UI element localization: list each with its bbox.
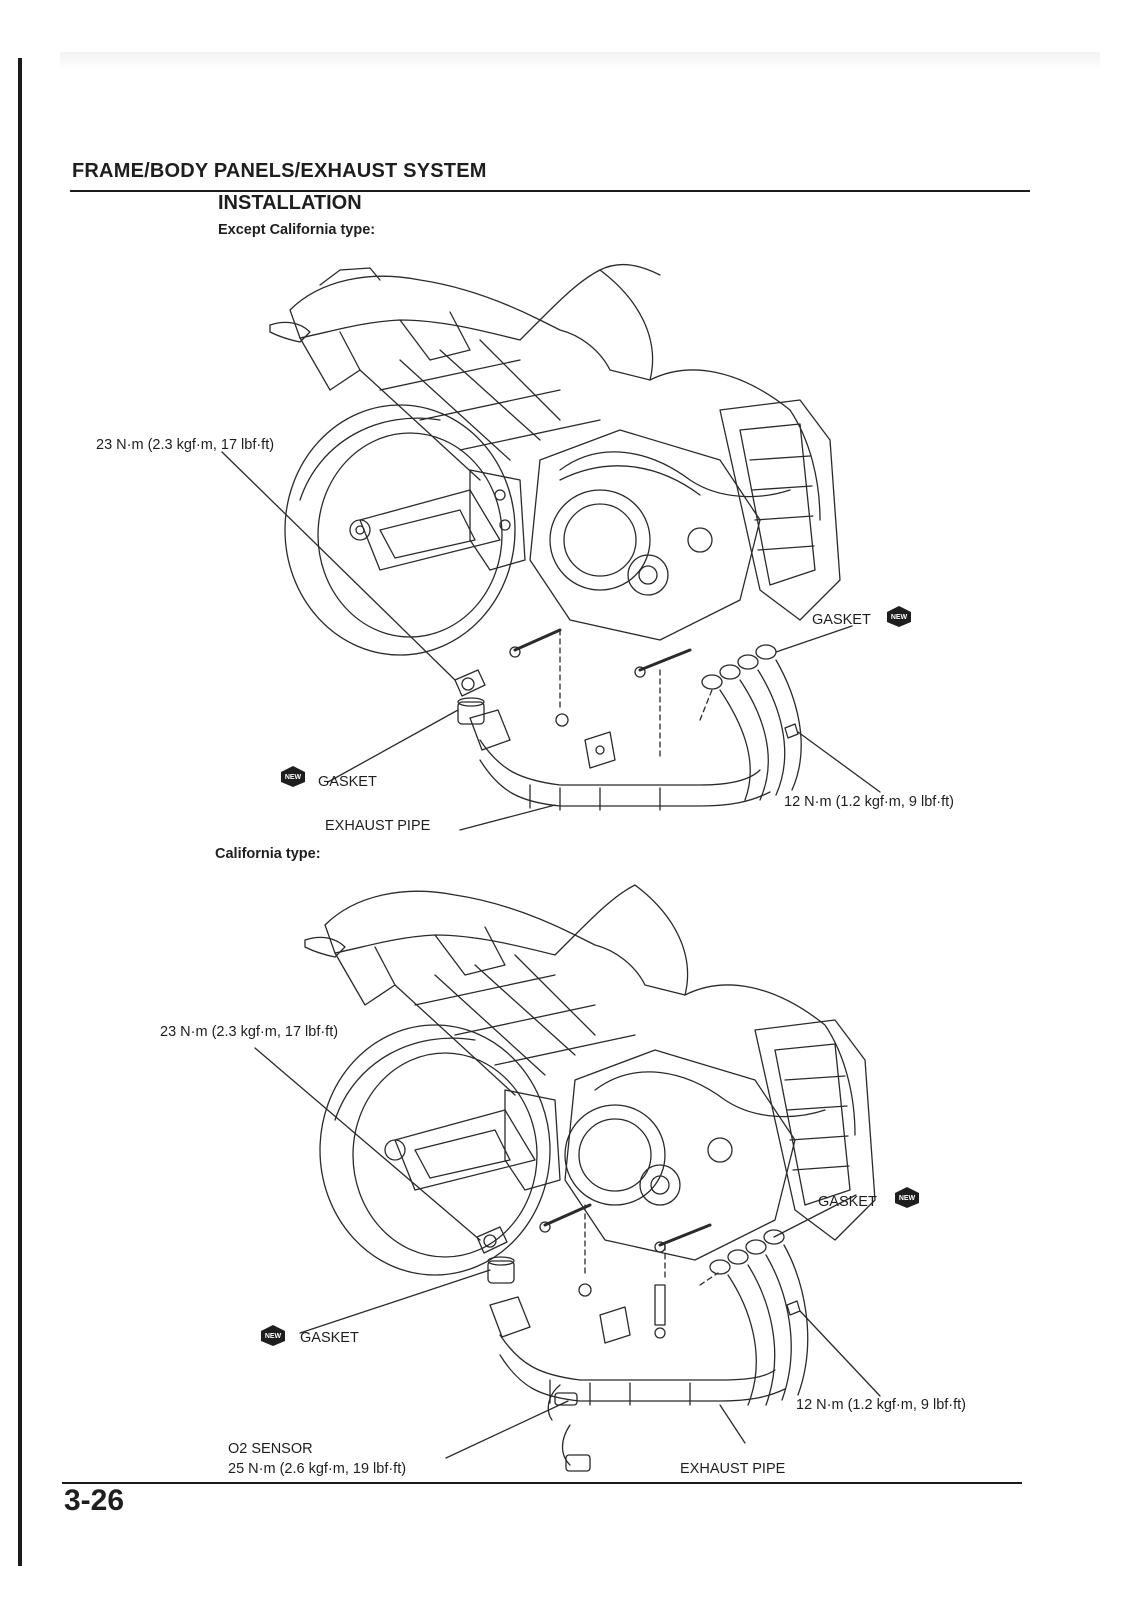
gasket-rear-callout: GASKET (818, 1194, 877, 1210)
exhaust-diagram-california: 23 N·m (2.3 kgf·m, 17 lbf·ft) GASKET NEW… (0, 865, 1131, 1565)
motorcycle-exhaust-drawing (221, 263, 881, 831)
binding-edge (18, 58, 22, 1566)
exhaust-pipe-callout: EXHAUST PIPE (325, 818, 431, 834)
clamp-torque-callout: 23 N·m (2.3 kgf·m, 17 lbf·ft) (96, 437, 275, 453)
o2-sensor-callout: O2 SENSOR (228, 1441, 313, 1457)
title-rule (70, 190, 1030, 192)
gasket-rear-callout: GASKET (812, 612, 871, 628)
svg-text:NEW: NEW (899, 1195, 916, 1202)
scan-shadow (60, 52, 1100, 70)
gasket-front-callout: GASKET (300, 1330, 359, 1346)
variant-label-california: California type: (215, 846, 321, 862)
variant-label-except-california: Except California type: (218, 222, 376, 238)
installation-heading: INSTALLATION (218, 192, 362, 214)
bolt-torque-callout: 12 N·m (1.2 kgf·m, 9 lbf·ft) (796, 1397, 967, 1413)
exhaust-pipe-callout: EXHAUST PIPE (680, 1461, 786, 1477)
svg-text:NEW: NEW (265, 1333, 282, 1340)
o2-sensor-torque-callout: 25 N·m (2.6 kgf·m, 19 lbf·ft) (228, 1461, 407, 1477)
bolt-torque-callout: 12 N·m (1.2 kgf·m, 9 lbf·ft) (784, 794, 955, 810)
new-part-icon: NEW (895, 1187, 919, 1208)
clamp-torque-callout: 23 N·m (2.3 kgf·m, 17 lbf·ft) (160, 1024, 339, 1040)
new-part-icon: NEW (261, 1325, 285, 1346)
svg-text:NEW: NEW (285, 774, 302, 781)
footer-rule (62, 1482, 1022, 1484)
page-number: 3-26 (64, 1484, 125, 1517)
new-part-icon: NEW (281, 766, 305, 787)
motorcycle-exhaust-drawing (254, 884, 881, 1472)
exhaust-diagram-except-california: 23 N·m (2.3 kgf·m, 17 lbf·ft) GASKET NEW… (0, 240, 1131, 840)
gasket-front-callout: GASKET (318, 774, 377, 790)
section-title: FRAME/BODY PANELS/EXHAUST SYSTEM (72, 160, 487, 182)
svg-text:NEW: NEW (891, 614, 908, 621)
new-part-icon: NEW (887, 606, 911, 627)
